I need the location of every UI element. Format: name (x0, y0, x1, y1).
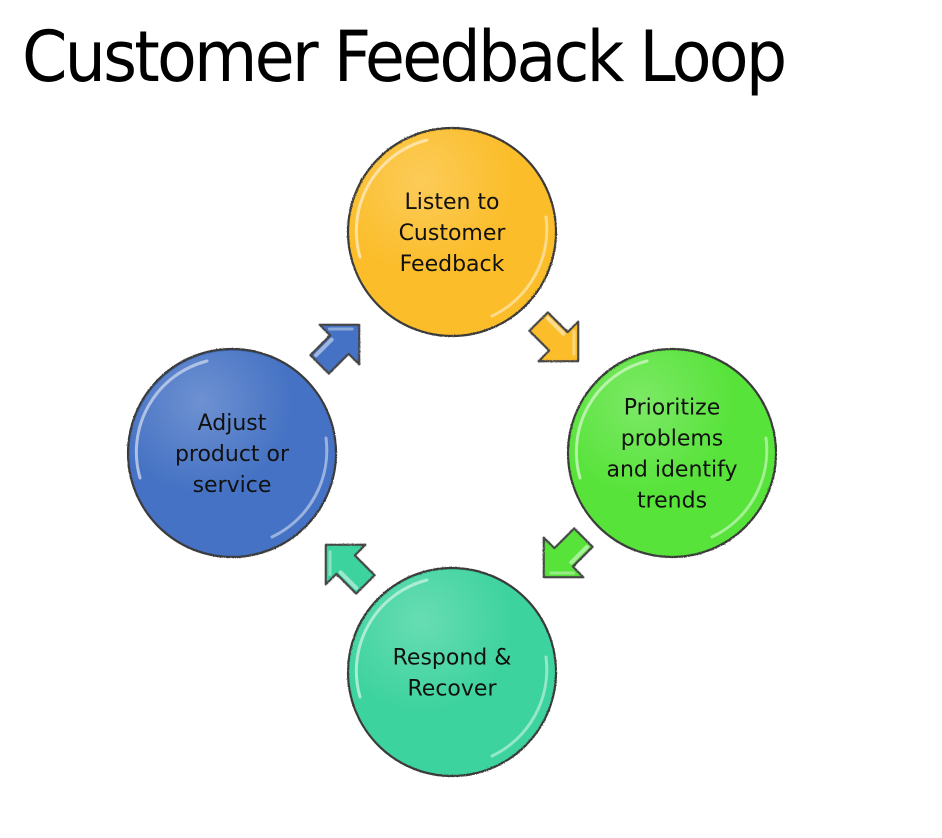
node-gloss (350, 570, 554, 774)
node-highlight (574, 359, 649, 480)
arrow-highlight (328, 550, 332, 576)
node-label-line: Customer (399, 221, 507, 246)
arrow-listen-to-prioritize (528, 311, 580, 363)
arrow-prioritize-to-respond (542, 527, 594, 579)
arrow-highlight (545, 316, 566, 336)
node-gloss (570, 351, 774, 555)
node-gloss (130, 351, 334, 555)
node-highlight (490, 655, 549, 758)
arrow-highlight (572, 330, 576, 356)
arrow-highlight (549, 571, 575, 575)
node-prioritize: Prioritize problems and identify trends (566, 347, 778, 559)
node-label-line: trends (637, 489, 707, 514)
arrow-highlight (328, 327, 354, 331)
node-gloss (350, 130, 554, 334)
arrow-highlight (569, 544, 589, 565)
arrow-shape (542, 527, 594, 579)
arrow-adjust-to-listen (309, 323, 361, 375)
node-label-line: Feedback (400, 252, 505, 277)
arrow-shape (309, 323, 361, 375)
node-label-line: Recover (408, 677, 498, 702)
node-label-line: and identify (606, 458, 737, 483)
diagram-title: Customer Feedback Loop (22, 16, 787, 98)
arrow-highlight (338, 570, 359, 590)
node-respond: Respond & Recover (346, 566, 558, 778)
node-highlight (490, 215, 549, 318)
node-label-line: problems (621, 427, 724, 452)
node-label-line: Prioritize (624, 396, 720, 421)
arrow-shape (528, 311, 580, 363)
node-highlight (354, 578, 429, 699)
node-highlight (710, 436, 769, 539)
node-highlight (270, 436, 329, 539)
arrow-highlight (314, 337, 334, 358)
node-label-line: service (193, 473, 272, 498)
node-label-line: Listen to (404, 190, 499, 215)
arrow-respond-to-adjust (324, 543, 376, 595)
node-label-line: product or (175, 442, 290, 467)
arrow-shape (324, 543, 376, 595)
node-highlight (134, 359, 209, 480)
node-label-line: Respond & (393, 646, 512, 671)
node-label-line: Adjust (198, 411, 267, 436)
node-highlight (354, 138, 429, 259)
node-adjust: Adjust product or service (126, 347, 338, 559)
